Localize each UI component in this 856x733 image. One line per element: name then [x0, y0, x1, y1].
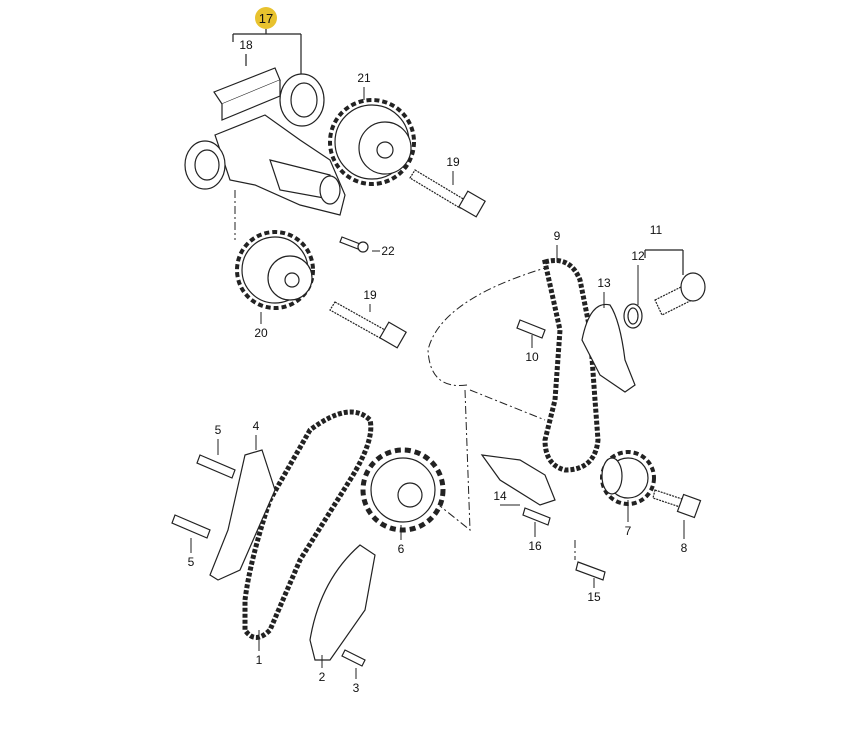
- callout-10[interactable]: 10: [525, 350, 539, 364]
- leader-lines: [190, 87, 685, 679]
- bolt-3: [341, 649, 366, 667]
- callout-16[interactable]: 16: [528, 539, 542, 553]
- callout-7[interactable]: 7: [624, 524, 632, 538]
- sprocket-6: [360, 447, 446, 533]
- callout-19[interactable]: 19: [363, 288, 377, 302]
- gear-21: [328, 98, 416, 186]
- sprocket-7: [600, 450, 656, 506]
- callout-21[interactable]: 21: [357, 71, 371, 85]
- callout-11[interactable]: 11: [649, 223, 663, 237]
- callout-6[interactable]: 6: [397, 542, 405, 556]
- callout-20[interactable]: 20: [254, 326, 268, 340]
- callout-3[interactable]: 3: [352, 681, 360, 695]
- bolt-19-top: [409, 169, 486, 218]
- guide-14: [480, 454, 556, 506]
- gear-20: [235, 230, 315, 310]
- callout-5[interactable]: 5: [187, 555, 195, 569]
- callout-19[interactable]: 19: [446, 155, 460, 169]
- callout-4[interactable]: 4: [252, 419, 260, 433]
- bolt-15: [575, 561, 606, 581]
- callout-15[interactable]: 15: [587, 590, 601, 604]
- tensioner-rail-2: [309, 544, 376, 661]
- callout-2[interactable]: 2: [318, 670, 326, 684]
- bolt-11: [623, 249, 706, 329]
- callout-22[interactable]: 22: [381, 244, 395, 258]
- bolt-22: [339, 236, 369, 253]
- guide-rail-4: [209, 449, 276, 581]
- pin-10: [516, 319, 546, 339]
- callout-17[interactable]: 17: [255, 7, 277, 29]
- callout-13[interactable]: 13: [597, 276, 611, 290]
- callout-12[interactable]: 12: [631, 249, 645, 263]
- callout-5[interactable]: 5: [214, 423, 222, 437]
- bolt-19-lower: [329, 301, 407, 349]
- callout-18[interactable]: 18: [239, 38, 253, 52]
- chain-upper: [542, 258, 601, 473]
- bracket-17: [232, 29, 302, 80]
- bolt-8: [652, 489, 702, 519]
- camshaft-adjuster-assembly: [184, 67, 346, 216]
- pin-5-lower: [171, 514, 211, 539]
- tensioner-guide-13: [581, 303, 636, 393]
- callout-14[interactable]: 14: [493, 489, 507, 503]
- callout-1[interactable]: 1: [255, 653, 263, 667]
- chain-lower: [242, 409, 374, 640]
- callout-8[interactable]: 8: [680, 541, 688, 555]
- bolt-16: [522, 507, 551, 526]
- pin-5-upper: [196, 454, 236, 479]
- callout-9[interactable]: 9: [553, 229, 561, 243]
